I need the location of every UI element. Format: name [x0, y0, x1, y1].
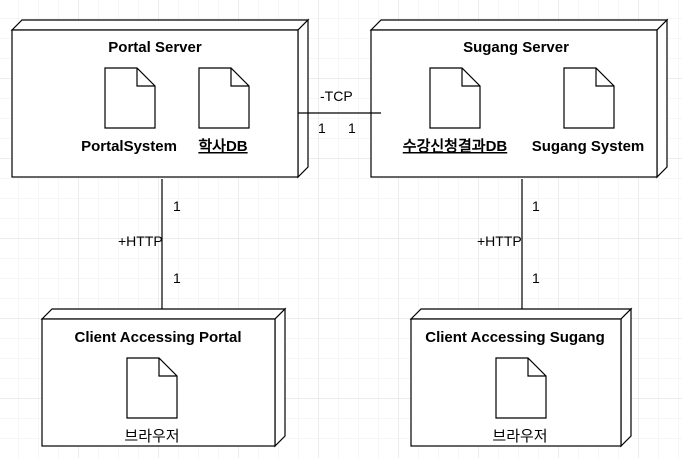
portal-system-label: PortalSystem: [81, 138, 177, 155]
tcp-multiplicity-right: 1: [348, 120, 356, 136]
client-sugang-title: Client Accessing Sugang: [425, 329, 604, 346]
document-icon: [126, 357, 178, 419]
client-sugang-node[interactable]: Client Accessing Sugang 브라우저: [409, 307, 633, 448]
http-sugang-multiplicity-bottom: 1: [532, 270, 540, 286]
tcp-multiplicity-left: 1: [318, 120, 326, 136]
haksa-db-label: 학사DB: [198, 138, 247, 155]
document-icon: [104, 67, 156, 129]
browser-artifact-portal[interactable]: 브라우저: [124, 357, 180, 445]
browser-label-portal: 브라우저: [124, 428, 179, 445]
http-portal-connection[interactable]: 1 +HTTP 1: [118, 179, 181, 309]
client-portal-title: Client Accessing Portal: [75, 329, 242, 346]
portal-server-title: Portal Server: [108, 39, 202, 56]
tcp-label: -TCP: [320, 88, 353, 104]
http-sugang-connection[interactable]: 1 +HTTP 1: [477, 179, 540, 309]
portal-system-artifact[interactable]: PortalSystem: [81, 67, 177, 155]
sugang-server-title: Sugang Server: [463, 39, 569, 56]
browser-label-sugang: 브라우저: [492, 428, 547, 445]
document-icon: [429, 67, 481, 129]
tcp-connection[interactable]: -TCP 1 1: [298, 88, 381, 136]
haksa-db-artifact[interactable]: 학사DB: [198, 67, 250, 155]
portal-server-node[interactable]: Portal Server PortalSystem 학사DB: [10, 18, 310, 179]
sugang-server-node[interactable]: Sugang Server 수강신청결과DB Sugang System: [369, 18, 669, 179]
http-portal-label: +HTTP: [118, 233, 163, 249]
http-sugang-multiplicity-top: 1: [532, 198, 540, 214]
document-icon: [198, 67, 250, 129]
sugang-result-db-artifact[interactable]: 수강신청결과DB: [403, 67, 508, 155]
http-portal-multiplicity-bottom: 1: [173, 270, 181, 286]
sugang-system-label: Sugang System: [532, 138, 645, 155]
document-icon: [495, 357, 547, 419]
document-icon: [563, 67, 615, 129]
sugang-result-db-label: 수강신청결과DB: [403, 137, 508, 155]
browser-artifact-sugang[interactable]: 브라우저: [492, 357, 548, 445]
sugang-system-artifact[interactable]: Sugang System: [532, 67, 645, 155]
client-portal-node[interactable]: Client Accessing Portal 브라우저: [40, 307, 287, 448]
http-sugang-label: +HTTP: [477, 233, 522, 249]
http-portal-multiplicity-top: 1: [173, 198, 181, 214]
